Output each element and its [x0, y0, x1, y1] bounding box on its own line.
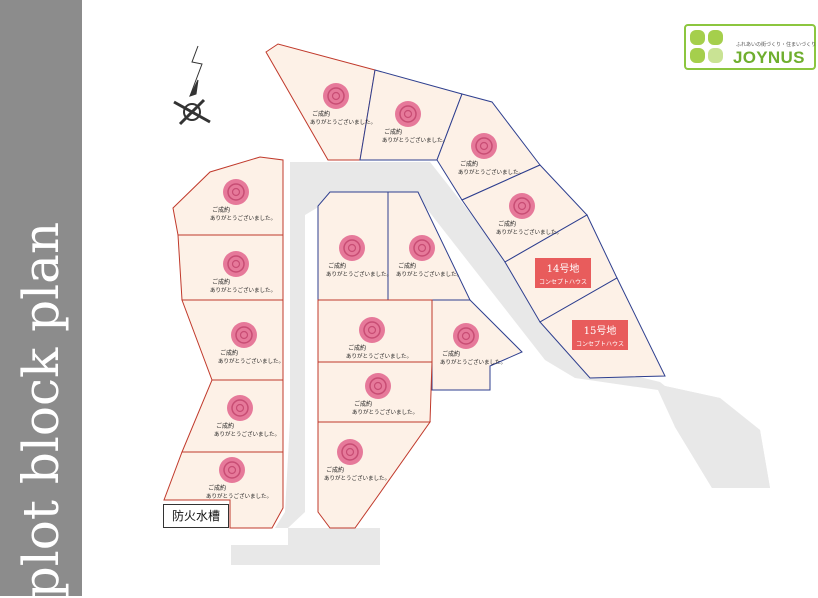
sold-label-line2: ありがとうございました。	[458, 168, 524, 176]
sold-label-line1: ご成約	[312, 110, 330, 118]
rose-sold-icon	[395, 101, 421, 127]
sold-label-line2: ありがとうございました。	[496, 228, 562, 236]
rose-sold-icon	[339, 235, 365, 261]
rose-sold-icon	[365, 373, 391, 399]
sold-label-line2: ありがとうございました。	[396, 270, 462, 278]
sold-label-line1: ご成約	[208, 484, 226, 492]
compass-icon	[173, 45, 211, 126]
sold-label-line1: ご成約	[384, 128, 402, 136]
sold-label-line1: ご成約	[498, 220, 516, 228]
sold-label-line1: ご成約	[212, 206, 230, 214]
sold-label-line2: ありがとうございました。	[218, 357, 284, 365]
lot-cr-3	[317, 421, 431, 529]
clover-logo-icon	[690, 30, 723, 63]
sold-label-line2: ありがとうございました。	[324, 474, 390, 482]
road-cul-de-sac	[665, 386, 770, 488]
sold-label-line1: ご成約	[460, 160, 478, 168]
concept-lot-14[interactable]: 14号地 コンセプトハウス	[535, 258, 591, 288]
road	[231, 162, 770, 565]
rose-sold-icon	[471, 133, 497, 159]
sold-label-line1: ご成約	[442, 350, 460, 358]
concept-15-label: コンセプトハウス	[576, 340, 624, 348]
lot-c-3	[431, 299, 523, 391]
sold-label-line2: ありがとうございました。	[440, 358, 506, 366]
logo-badge	[684, 24, 816, 70]
sold-label-line1: ご成約	[328, 262, 346, 270]
rose-sold-icon	[223, 179, 249, 205]
joynus-logo: ふれあいの街づくり・住まいづくり JOYNUS	[684, 24, 818, 72]
concept-14-label: コンセプトハウス	[539, 278, 587, 286]
sold-markers: ご成約ありがとうございました。ご成約ありがとうございました。ご成約ありがとうござ…	[206, 83, 562, 500]
rose-sold-icon	[323, 83, 349, 109]
fire-tank-label: 防火水槽	[163, 504, 229, 528]
sold-label-line1: ご成約	[354, 400, 372, 408]
roads	[231, 162, 770, 565]
sold-label-line2: ありがとうございました。	[214, 430, 280, 438]
sold-label-line1: ご成約	[220, 349, 238, 357]
rose-sold-icon	[453, 323, 479, 349]
sold-label-line2: ありがとうございました。	[382, 136, 448, 144]
rose-sold-icon	[359, 317, 385, 343]
sold-label-line2: ありがとうございました。	[210, 286, 276, 294]
rose-sold-icon	[337, 439, 363, 465]
sold-label-line2: ありがとうございました。	[206, 492, 272, 500]
rose-sold-icon	[223, 251, 249, 277]
rose-sold-icon	[409, 235, 435, 261]
rose-sold-icon	[219, 457, 245, 483]
concept-14-number: 14号地	[547, 262, 580, 275]
logo-word: JOYNUS	[733, 48, 805, 67]
lot-top-red	[265, 43, 376, 161]
sold-label-line1: ご成約	[326, 466, 344, 474]
concept-lot-15[interactable]: 15号地 コンセプトハウス	[572, 320, 628, 350]
sold-label-line1: ご成約	[216, 422, 234, 430]
logo-tagline: ふれあいの街づくり・住まいづくり	[736, 42, 817, 48]
rose-sold-icon	[509, 193, 535, 219]
concept-15-number: 15号地	[584, 324, 617, 337]
rose-sold-icon	[227, 395, 253, 421]
sold-label-line2: ありがとうございました。	[326, 270, 392, 278]
sold-label-line2: ありがとうございました。	[310, 118, 376, 126]
sold-label-line1: ご成約	[348, 344, 366, 352]
lot-left-5	[163, 451, 284, 529]
sold-label-line2: ありがとうございました。	[210, 214, 276, 222]
rose-sold-icon	[231, 322, 257, 348]
sold-label-line2: ありがとうございました。	[352, 408, 418, 416]
sold-label-line1: ご成約	[398, 262, 416, 270]
sold-label-line2: ありがとうございました。	[346, 352, 412, 360]
side-bar: plot block plan	[0, 0, 82, 598]
sold-label-line1: ご成約	[212, 278, 230, 286]
